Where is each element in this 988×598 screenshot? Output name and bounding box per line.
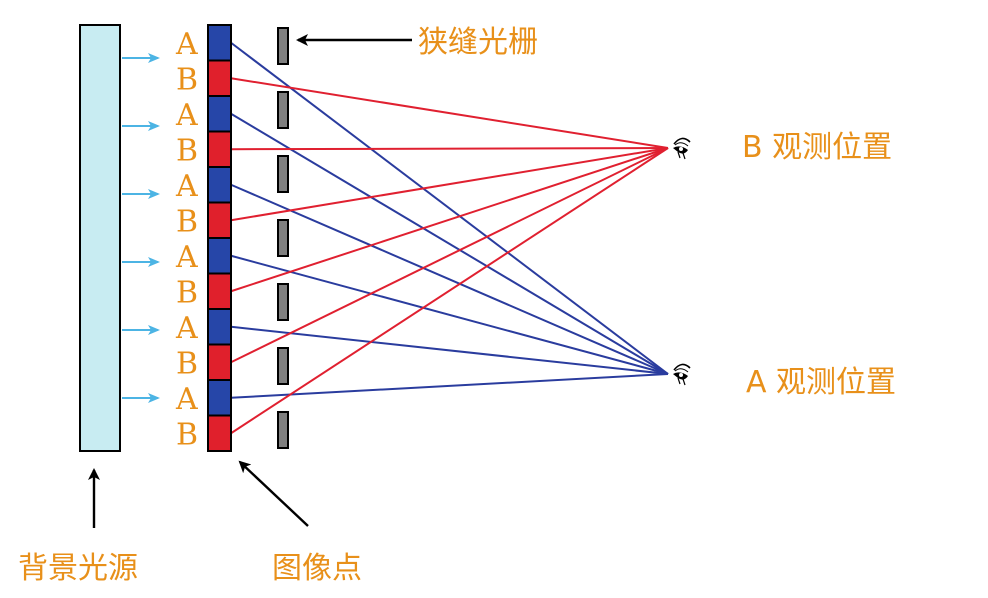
pixel-letter-a: A [175,169,198,204]
pixel-b [207,59,232,97]
backlight-panel [79,24,121,452]
pixel-a [207,166,232,204]
slit-bar [277,155,289,193]
view-position-a-label: A 观测位置 [746,365,896,400]
pixel-letter-a: A [175,311,198,346]
slit-grating-label: 狭缝光栅 [418,25,538,60]
ray-to-view-b [230,147,669,222]
slit-bar [277,91,289,129]
pixel-a [207,24,232,62]
pixel-column [207,24,232,452]
pixel-letter-a: A [175,382,198,417]
ray-to-view-a [230,325,669,375]
pixel-letter-b: B [176,62,198,97]
slit-bar [277,219,289,257]
ray-to-view-a [230,41,669,375]
pixel-b [207,201,232,239]
pixel-letter-b: B [176,417,198,452]
ray-to-view-a [230,183,669,375]
pixel-letter-a: A [175,240,198,275]
ray-to-view-b [230,147,669,364]
pixel-letter-b: B [176,133,198,168]
light-arrows [122,53,160,403]
view-position-b-label: B 观测位置 [742,130,892,165]
eye-icon [673,363,691,386]
pixel-b [207,272,232,310]
slit-grating [277,27,289,449]
pixel-letter-b: B [176,275,198,310]
pixel-a [207,379,232,417]
ray-to-view-b [230,77,669,149]
ray-to-view-b [230,147,669,151]
pixel-letter-b: B [176,204,198,239]
slit-bar [277,411,289,449]
ray-to-view-a [230,112,669,375]
slit-bar [277,347,289,385]
slit-bar [277,283,289,321]
pixel-letter-a: A [175,98,198,133]
pixel-b [207,414,232,452]
image-points-label: 图像点 [272,551,362,586]
pixel-letter-a: A [175,27,198,62]
ray-to-view-a [230,373,669,399]
ray-to-view-b [230,147,669,293]
backlight-label: 背景光源 [18,551,138,586]
pixel-b [207,343,232,381]
eye-icon [673,137,691,160]
pixel-a [207,95,232,133]
pixel-a [207,237,232,275]
ray-to-view-a [230,254,669,375]
pixel-letter-b: B [176,346,198,381]
light-rays [230,41,669,435]
image-point-pointer-arrow [238,460,309,527]
pixel-b [207,130,232,168]
pixel-a [207,308,232,346]
slit-bar [277,27,289,65]
ray-to-view-b [230,147,669,435]
